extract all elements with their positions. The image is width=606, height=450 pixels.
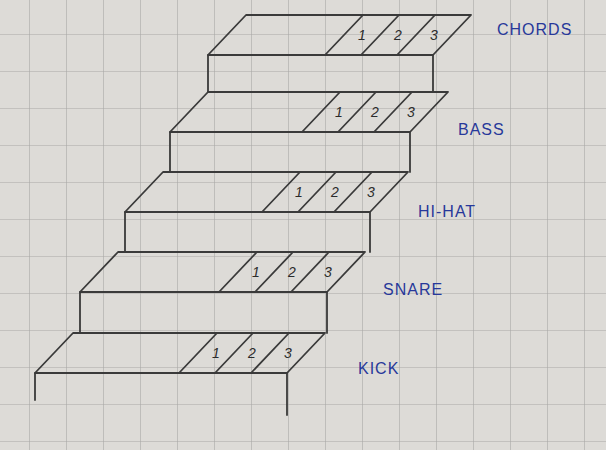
cell-lines xyxy=(179,333,289,373)
cell-number: 3 xyxy=(324,265,332,279)
cell-number: 1 xyxy=(295,185,303,199)
tread xyxy=(170,92,448,132)
cell-number: 2 xyxy=(394,28,402,42)
track-name: BASS xyxy=(458,122,505,138)
cell-number: 3 xyxy=(430,28,438,42)
cell-number: 2 xyxy=(288,265,296,279)
cell-lines xyxy=(302,92,412,132)
riser xyxy=(80,292,327,333)
tread xyxy=(125,172,408,212)
cell-number: 1 xyxy=(358,28,366,42)
cell-number: 2 xyxy=(371,105,379,119)
cell-number: 2 xyxy=(331,185,339,199)
riser xyxy=(35,373,287,415)
stairs xyxy=(35,15,471,415)
tread xyxy=(80,252,365,292)
cell-number: 3 xyxy=(284,346,292,360)
cell-lines xyxy=(325,15,435,55)
riser xyxy=(170,132,410,172)
track-name: CHORDS xyxy=(497,22,572,38)
cell-number: 1 xyxy=(252,265,260,279)
riser xyxy=(125,212,370,252)
cell-number: 1 xyxy=(335,105,343,119)
track-name: SNARE xyxy=(383,282,443,298)
tread xyxy=(35,333,325,373)
cell-number: 2 xyxy=(248,346,256,360)
riser xyxy=(208,55,433,92)
cell-lines xyxy=(262,172,372,212)
tread xyxy=(208,15,471,55)
cell-number: 1 xyxy=(212,346,220,360)
cell-lines xyxy=(219,252,329,292)
track-name: HI-HAT xyxy=(418,204,476,220)
cell-number: 3 xyxy=(407,105,415,119)
track-name: KICK xyxy=(358,361,399,377)
cell-number: 3 xyxy=(367,185,375,199)
